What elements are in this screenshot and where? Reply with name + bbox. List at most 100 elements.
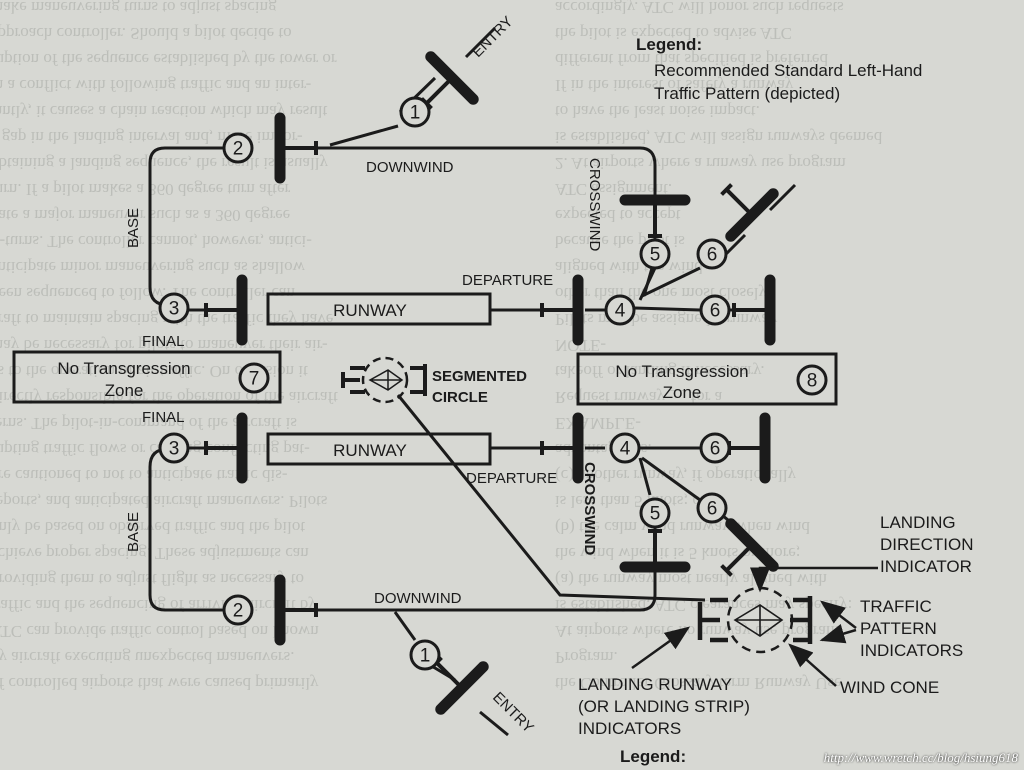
airplane-icon	[280, 580, 316, 640]
svg-text:8: 8	[807, 371, 818, 392]
airplane-icon	[625, 531, 685, 567]
base-label-lower: BASE	[125, 512, 142, 552]
segmented-circle-label-1: SEGMENTED	[432, 368, 527, 385]
marker-6-upper-a: 6	[696, 238, 728, 270]
airplane-icon	[625, 200, 685, 236]
segmented-circle-label-2: CIRCLE	[432, 389, 488, 406]
svg-text:3: 3	[169, 299, 180, 320]
zone-right-line-2: Zone	[663, 383, 702, 402]
landing-direction-label-3: INDICATOR	[880, 557, 972, 576]
segmented-circle-symbol: SEGMENTED CIRCLE	[341, 356, 527, 406]
svg-text:6: 6	[707, 245, 718, 266]
marker-3-upper: 3	[158, 292, 190, 324]
traffic-pattern-label-2: PATTERN	[860, 619, 937, 638]
final-label-upper: FINAL	[142, 333, 185, 350]
marker-7: 7	[238, 362, 270, 394]
marker-1-upper: 1	[399, 96, 431, 128]
marker-8: 8	[796, 364, 828, 396]
legend-top: Legend: Recommended Standard Left-Hand T…	[636, 35, 922, 103]
lower-entry-path	[393, 611, 417, 641]
airplane-icon	[206, 418, 242, 478]
traffic-pattern-label-3: INDICATORS	[860, 641, 963, 660]
svg-text:7: 7	[249, 369, 260, 390]
airplane-icon	[542, 418, 578, 478]
callouts: LANDING DIRECTION INDICATOR TRAFFIC PATT…	[578, 513, 974, 766]
svg-text:4: 4	[620, 439, 631, 460]
downwind-label-lower: DOWNWIND	[374, 590, 462, 607]
airplane-icons	[206, 26, 797, 737]
marker-5-lower: 5	[639, 497, 671, 529]
svg-text:4: 4	[615, 301, 626, 322]
marker-5-upper: 5	[639, 238, 671, 270]
lower-runway-rect	[266, 432, 492, 466]
upper-base-path	[148, 146, 238, 307]
svg-text:6: 6	[707, 499, 718, 520]
entry-label-lower: ENTRY	[489, 689, 537, 737]
zone-left-line-2: Zone	[105, 381, 144, 400]
svg-text:5: 5	[650, 504, 661, 525]
crosswind-label-lower: CROSSWIND	[581, 462, 598, 556]
entry-label-upper: ENTRY	[469, 13, 517, 61]
landing-runway-label-3: INDICATORS	[578, 719, 681, 738]
no-transgression-zone-right: No Transgression Zone	[576, 352, 838, 406]
downwind-label-upper: DOWNWIND	[366, 159, 454, 176]
marker-6-upper-b: 6	[699, 294, 731, 326]
marker-2-upper: 2	[222, 132, 254, 164]
landing-direction-label-2: DIRECTION	[880, 535, 974, 554]
svg-text:1: 1	[410, 103, 421, 124]
departure-label-upper: DEPARTURE	[462, 272, 553, 289]
marker-1-lower: 1	[409, 639, 441, 671]
airplane-icon	[280, 118, 316, 178]
landing-runway-label-1: LANDING RUNWAY	[578, 675, 732, 694]
legend-bottom-title: Legend:	[620, 747, 686, 766]
marker-4-lower: 4	[609, 432, 641, 464]
svg-text:6: 6	[710, 301, 721, 322]
zone-right-line-1: No Transgression	[615, 362, 748, 381]
marker-6-lower-a: 6	[699, 432, 731, 464]
lower-base-path	[148, 447, 238, 612]
marker-6-lower-b: 6	[696, 492, 728, 524]
svg-text:1: 1	[420, 646, 431, 667]
svg-text:2: 2	[233, 601, 244, 622]
landing-indicator-detail	[697, 586, 813, 654]
base-label-upper: BASE	[125, 208, 142, 248]
lower-runway-label: RUNWAY	[333, 441, 407, 460]
svg-text:5: 5	[650, 245, 661, 266]
airplane-icon	[729, 418, 765, 478]
airplane-icon	[206, 280, 242, 340]
landing-direction-label-1: LANDING	[880, 513, 956, 532]
wind-cone-label: WIND CONE	[840, 678, 939, 697]
marker-3-lower: 3	[158, 432, 190, 464]
svg-text:6: 6	[710, 439, 721, 460]
airplane-icon	[705, 168, 773, 236]
upper-downwind-path	[315, 146, 657, 197]
lower-downwind-path	[315, 566, 657, 612]
airplane-icon	[542, 280, 578, 340]
legend-title: Legend:	[636, 35, 702, 54]
airplane-icon	[705, 524, 773, 592]
watermark-url: http://www.wretch.cc/blog/hsiung618	[823, 750, 1018, 765]
upper-runway-label: RUNWAY	[333, 301, 407, 320]
legend-line-1: Recommended Standard Left-Hand	[654, 61, 922, 80]
svg-text:3: 3	[169, 439, 180, 460]
landing-runway-label-2: (OR LANDING STRIP)	[578, 697, 750, 716]
marker-2-lower: 2	[222, 594, 254, 626]
lower-runway: RUNWAY	[266, 432, 492, 466]
upper-runway: RUNWAY	[266, 292, 492, 326]
departure-label-lower: DEPARTURE	[466, 470, 557, 487]
legend-line-2: Traffic Pattern (depicted)	[654, 84, 840, 103]
zone-left-line-1: No Transgression	[57, 359, 190, 378]
traffic-pattern-label-1: TRAFFIC	[860, 597, 932, 616]
crosswind-label-upper: CROSSWIND	[586, 158, 603, 252]
segmented-circle-leader	[396, 394, 706, 602]
no-transgression-zone-left: No Transgression Zone	[12, 350, 282, 404]
svg-text:2: 2	[233, 139, 244, 160]
leg-labels: DOWNWIND DOWNWIND BASE BASE CROSSWIND CR…	[125, 13, 603, 737]
marker-4-upper: 4	[604, 294, 636, 326]
upper-runway-rect	[266, 292, 492, 326]
airplane-icon	[734, 280, 770, 340]
position-markers: 1 2 3 4 5 6 6 7 8 3 4 6 5 6 2 1	[158, 96, 828, 671]
final-label-lower: FINAL	[142, 409, 185, 426]
